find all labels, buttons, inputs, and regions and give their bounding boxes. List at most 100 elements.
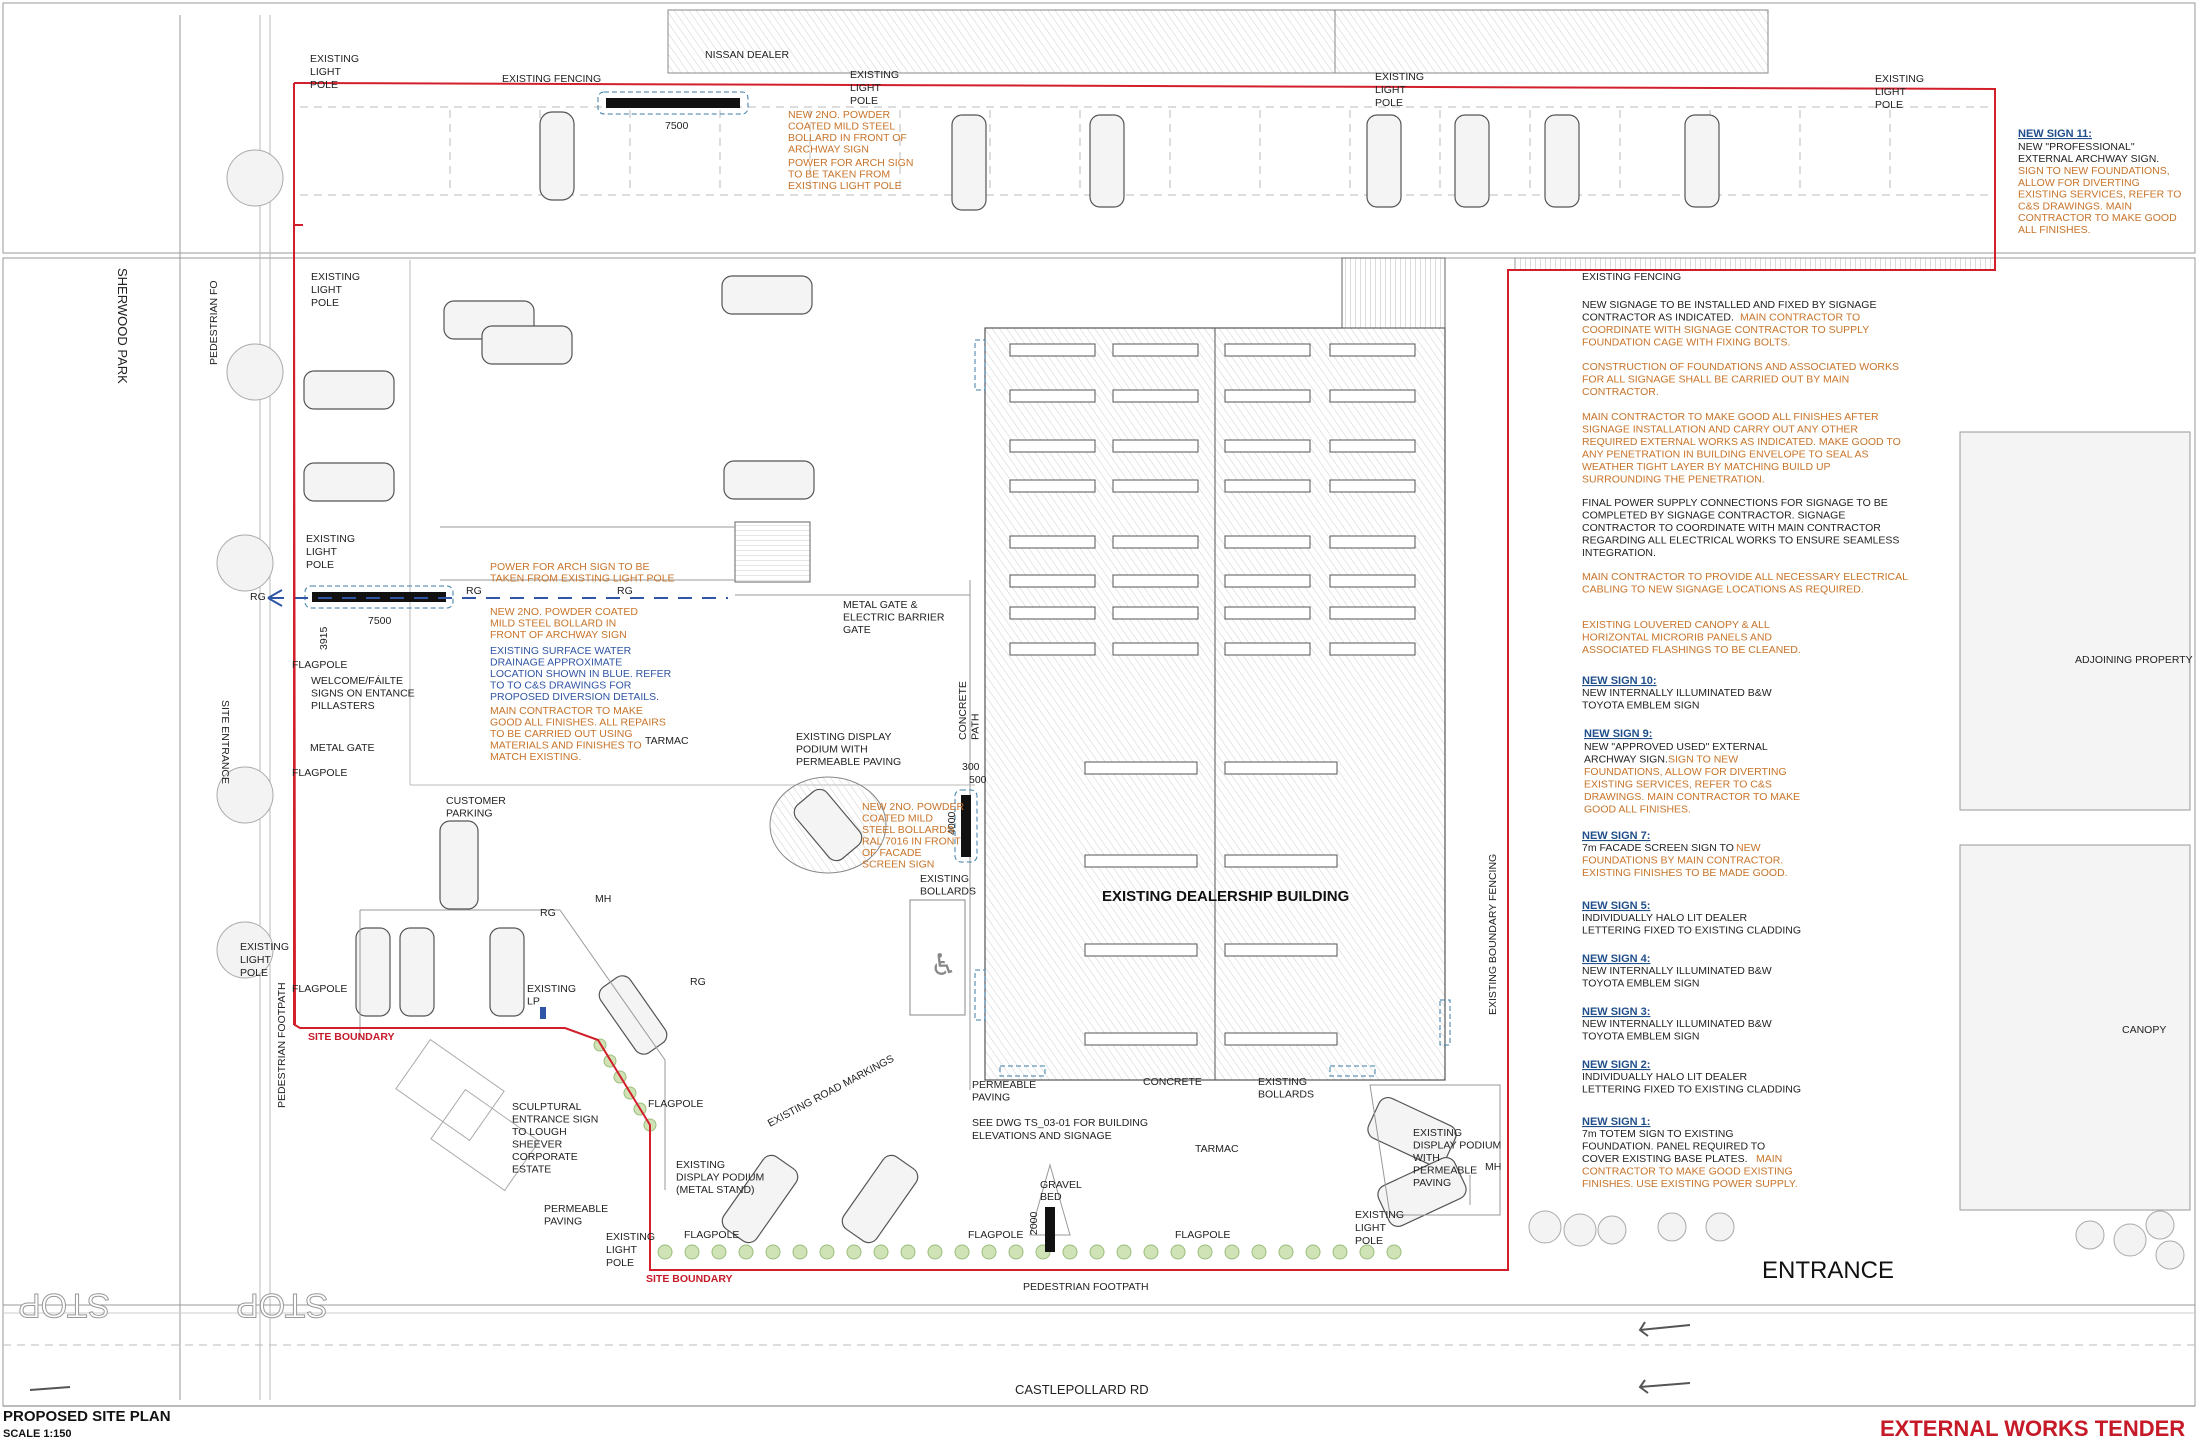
- general-note-6-line: EXISTING LOUVERED CANOPY & ALL: [1582, 619, 1770, 631]
- permeable-paving-label-2-line: PAVING: [544, 1216, 582, 1228]
- sign1-orange-text-line: FINISHES. USE EXISTING POWER SUPPLY.: [1582, 1178, 1798, 1190]
- metal-gate-barrier-label-line: GATE: [843, 624, 871, 636]
- flagpole-label: FLAGPOLE: [968, 1229, 1023, 1241]
- sign11-text-line: EXTERNAL ARCHWAY SIGN.: [2018, 153, 2159, 165]
- shrub: [846, 1244, 862, 1260]
- shrub: [1170, 1244, 1186, 1260]
- existing-bollards-left-line: BOLLARDS: [920, 886, 976, 898]
- sign2-heading: NEW SIGN 2:: [1582, 1059, 1650, 1071]
- gravel-bed-label-line: GRAVEL: [1040, 1179, 1082, 1191]
- rg-marker: RG: [250, 591, 266, 603]
- roof-panel: [1329, 343, 1416, 357]
- general-note-1: NEW SIGNAGE TO BE INSTALLED AND FIXED BY…: [1582, 299, 1876, 311]
- pedestrian-footpath-left: PEDESTRIAN FOOTPATH: [276, 982, 288, 1108]
- castlepollard-road: CASTLEPOLLARD RD: [1015, 1382, 1149, 1397]
- sign7-orange-text-line: EXISTING FINISHES TO BE MADE GOOD.: [1582, 867, 1788, 879]
- general-note-5-line: CABLING TO NEW SIGNAGE LOCATIONS AS REQU…: [1582, 584, 1864, 596]
- existing-boundary-fencing-label: EXISTING BOUNDARY FENCING: [1487, 854, 1499, 1015]
- general-note-1b: CONTRACTOR AS INDICATED.: [1582, 312, 1734, 324]
- general-note-4-line: INTEGRATION.: [1582, 547, 1656, 559]
- display-podium-metal-label-line: DISPLAY PODIUM: [676, 1172, 764, 1184]
- new-bollard-top-note-line: BOLLARD IN FRONT OF: [788, 132, 907, 144]
- tarmac-label-bottom: TARMAC: [1195, 1143, 1239, 1155]
- rg-marker: RG: [617, 585, 633, 597]
- sign7-text-a: 7m FACADE SCREEN SIGN TO: [1582, 842, 1734, 854]
- sign1-text-line: 7m TOTEM SIGN TO EXISTING: [1582, 1128, 1734, 1140]
- sculptural-sign-label-line: SCULPTURAL: [512, 1101, 582, 1113]
- roof-panel: [1224, 642, 1311, 656]
- permeable-paving-label-1-line: PAVING: [972, 1092, 1010, 1104]
- canopy-label: CANOPY: [2122, 1024, 2166, 1036]
- sign11-heading: NEW SIGN 11:: [2018, 128, 2092, 140]
- shrub: [1305, 1244, 1321, 1260]
- shrub: [657, 1244, 673, 1260]
- nissan-dealer-label: NISSAN DEALER: [705, 49, 789, 61]
- drawing-frames: [2, 2, 2196, 1407]
- general-note-1-orange-line: FOUNDATION CAGE WITH FIXING BOLTS.: [1582, 337, 1790, 349]
- new-bollard-top-note-line: NEW 2NO. POWDER: [788, 109, 891, 121]
- new-bollards-facade-note-line: SCREEN SIGN: [862, 859, 934, 871]
- sign10-heading: NEW SIGN 10:: [1582, 675, 1657, 687]
- make-good-mid-note-line: GOOD ALL FINISHES. ALL REPAIRS: [490, 717, 666, 729]
- sign11-orange-text-line: C&S DRAWINGS. MAIN: [2018, 200, 2132, 212]
- new-bollard-mid-note-line: MILD STEEL BOLLARD IN: [490, 618, 616, 630]
- dealership-building: [984, 257, 1446, 1081]
- adjoining-blocks: [1507, 270, 2191, 1265]
- power-arch-top-note-line: TO BE TAKEN FROM: [788, 169, 890, 181]
- sign11-text-line: NEW "PROFESSIONAL": [2018, 141, 2135, 153]
- make-good-mid-note-line: MATCH EXISTING.: [490, 751, 581, 763]
- new-bollards-facade-note-line: STEEL BOLLARDS: [862, 824, 954, 836]
- gravel-bed-label-line: BED: [1040, 1191, 1062, 1203]
- new-bollards-facade-note-line: OF FACADE: [862, 847, 922, 859]
- tender-stamp: EXTERNAL WORKS TENDER: [1880, 1416, 2185, 1441]
- sign1-text-main: MAIN: [1756, 1153, 1782, 1165]
- shrub: [792, 1244, 808, 1260]
- display-podium-metal-label-line: (METAL STAND): [676, 1184, 755, 1196]
- general-note-2-line: CONTRACTOR.: [1582, 386, 1659, 398]
- shrub: [1386, 1244, 1402, 1260]
- sign11-orange-text-line: EXISTING SERVICES, REFER TO: [2018, 189, 2181, 201]
- welcome-signs-label-line: SIGNS ON ENTANCE: [311, 688, 415, 700]
- sign3-heading: NEW SIGN 3:: [1582, 1006, 1650, 1018]
- new-bollard-top-note-line: COATED MILD STEEL: [788, 121, 895, 133]
- roof-panel: [1329, 535, 1416, 549]
- metal-gate-barrier-label-line: METAL GATE &: [843, 599, 917, 611]
- shrub: [1143, 1244, 1159, 1260]
- sign1-heading: NEW SIGN 1:: [1582, 1116, 1650, 1128]
- stop-marking-1: STOP: [18, 1286, 110, 1324]
- display-podium-perm-label-line: PERMEABLE PAVING: [796, 756, 901, 768]
- shrub: [819, 1244, 835, 1260]
- roof-panel: [1224, 606, 1311, 620]
- sign1-text-line: FOUNDATION. PANEL REQUIRED TO: [1582, 1141, 1765, 1153]
- roof-panel: [1009, 343, 1096, 357]
- roof-panel: [1009, 439, 1096, 453]
- dim-300: 300: [962, 761, 980, 773]
- roof-panel: [1224, 439, 1311, 453]
- roof-panel: [1112, 389, 1199, 403]
- general-note-3-line: SIGNAGE INSTALLATION AND CARRY OUT ANY O…: [1582, 424, 1858, 436]
- roof-panel: [1224, 943, 1338, 957]
- display-podium-perm-label-line: EXISTING DISPLAY: [796, 731, 892, 743]
- shrub: [954, 1244, 970, 1260]
- power-arch-mid-note-line: POWER FOR ARCH SIGN TO BE: [490, 561, 649, 573]
- sign11-orange-text-line: SIGN TO NEW FOUNDATIONS,: [2018, 165, 2170, 177]
- flagpole-label: FLAGPOLE: [292, 767, 347, 779]
- roof-panel: [1329, 439, 1416, 453]
- flagpole-label: FLAGPOLE: [292, 983, 347, 995]
- sign5-heading: NEW SIGN 5:: [1582, 900, 1650, 912]
- shrub: [684, 1244, 700, 1260]
- roof-panel: [1112, 606, 1199, 620]
- see-dwg-note-line: SEE DWG TS_03-01 FOR BUILDING: [972, 1117, 1148, 1129]
- pedestrian-footpath-bottom: PEDESTRIAN FOOTPATH: [1023, 1281, 1149, 1293]
- roof-panel: [1009, 574, 1096, 588]
- new-bollard-top-note-line: ARCHWAY SIGN: [788, 144, 869, 156]
- roof-panel: [1329, 642, 1416, 656]
- building-label: EXISTING DEALERSHIP BUILDING: [1102, 888, 1349, 905]
- sign5-text-line: LETTERING FIXED TO EXISTING CLADDING: [1582, 925, 1801, 937]
- display-podium-right-label-line: PERMEABLE: [1413, 1165, 1477, 1177]
- plan-title: PROPOSED SITE PLAN: [3, 1408, 171, 1425]
- dim-7500-mid: 7500: [368, 615, 392, 627]
